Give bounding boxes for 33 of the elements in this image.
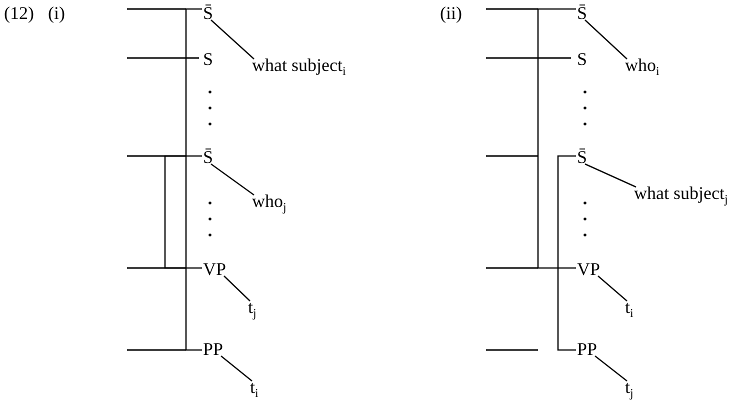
path-bracket xyxy=(185,8,202,351)
node-label: VP xyxy=(577,258,600,280)
node-label: who$_{i}$ xyxy=(625,54,660,76)
node-label: t$_{j}$ xyxy=(625,376,634,398)
association-line xyxy=(224,276,250,302)
node-label: PP xyxy=(577,338,598,360)
node-label: what subject$_{j}$ xyxy=(634,182,728,204)
association-line xyxy=(220,356,252,382)
node-label: what subject$_{i}$ xyxy=(252,54,346,76)
association-line xyxy=(594,355,628,382)
node-label: S̄ xyxy=(203,2,214,24)
node-label: t$_{j}$ xyxy=(248,296,256,318)
association-line xyxy=(210,20,254,60)
path-bracket xyxy=(537,8,576,269)
node-label: S xyxy=(577,48,588,70)
example-number: (12) xyxy=(4,2,34,24)
node-label: VP xyxy=(203,258,226,280)
node-label: t$_{i}$ xyxy=(250,376,258,398)
node-label: who$_{j}$ xyxy=(252,190,286,212)
example-number: (ii) xyxy=(440,2,462,24)
node-label: S̄ xyxy=(577,146,588,168)
node-label: S̄ xyxy=(577,2,588,24)
node-label: S xyxy=(203,48,214,70)
node-label: PP xyxy=(203,338,224,360)
association-line xyxy=(210,163,254,196)
path-bracket xyxy=(164,155,202,269)
path-bracket xyxy=(557,155,576,351)
association-line xyxy=(584,20,628,60)
association-line xyxy=(598,276,628,302)
node-label: S̄ xyxy=(203,146,214,168)
example-number: (i) xyxy=(48,2,65,24)
association-line xyxy=(584,163,636,188)
node-label: t$_{i}$ xyxy=(625,296,634,318)
